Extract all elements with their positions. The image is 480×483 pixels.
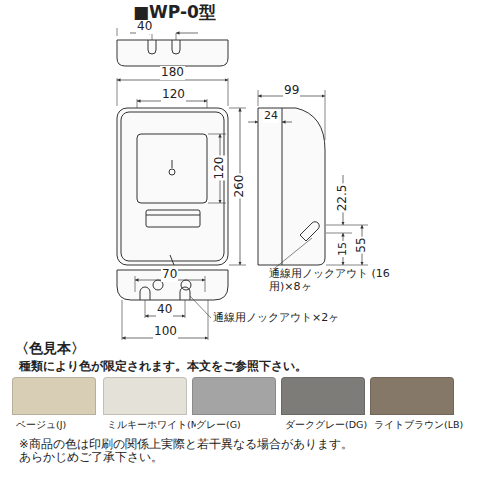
label: 70 [161, 268, 178, 282]
label: 種類により色が限定されます。本文をご参照下さい。 [18, 360, 308, 373]
color-swatch [192, 377, 276, 415]
label: 40 [136, 20, 153, 34]
dimension-label: 22.5 [336, 184, 350, 213]
label: 〈色見本〉 [14, 340, 86, 356]
label: 180 [160, 66, 185, 80]
label: 100 [153, 325, 178, 339]
label: 120 [161, 88, 186, 102]
label: 24 [263, 110, 279, 123]
color-swatch [370, 377, 454, 415]
color-swatch [103, 377, 187, 415]
dimension-label: 120 [213, 156, 227, 181]
legend-text: グレー(G) [196, 419, 241, 432]
legend-text: ミルキーホワイト(M) [107, 419, 203, 432]
legend-text: ライトブラウン(LB) [374, 419, 463, 432]
label: 通線用ノックアウト×2ヶ [212, 312, 340, 325]
dimension-label: 15 [337, 241, 350, 257]
label: 99 [283, 84, 300, 98]
legend-text: ダークグレー(DG) [285, 419, 367, 432]
color-swatch [12, 377, 96, 415]
color-swatch [281, 377, 365, 415]
dimension-label: 55 [355, 236, 369, 253]
label: ※商品の色は印刷の関係上実際と若干異なる場合があります。 あらかじめご了承下さい… [18, 438, 360, 464]
label: 通線用ノックアウト (16用)×8ヶ [268, 268, 395, 293]
dimension-label: 260 [233, 174, 247, 199]
legend-text: ベージュ(J) [16, 419, 66, 432]
label: 40 [156, 303, 173, 317]
